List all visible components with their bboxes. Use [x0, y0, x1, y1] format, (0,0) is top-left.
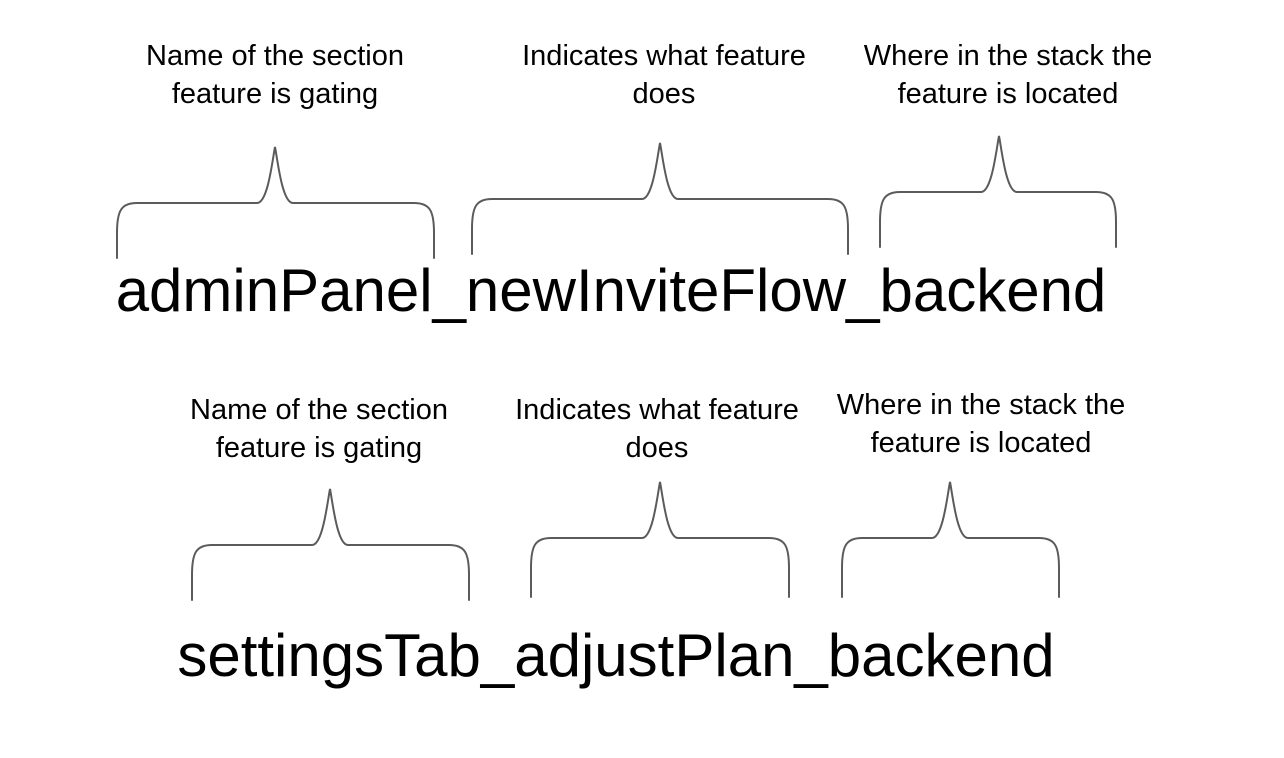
- annotation-feature-purpose-2: Indicates what feature does: [515, 394, 799, 464]
- feature-brace-2: [530, 481, 790, 598]
- annotation-feature-purpose-1: Indicates what feature does: [522, 40, 806, 110]
- stack-brace-2: [841, 481, 1060, 598]
- feature-flag-name-2: settingsTab_adjustPlan_backend: [177, 622, 1055, 689]
- section-brace-2: [191, 488, 470, 601]
- feature-flag-name-1: adminPanel_newInviteFlow_backend: [115, 257, 1107, 324]
- annotation-stack-location-1: Where in the stack the feature is locate…: [863, 40, 1153, 110]
- annotation-section-name-2: Name of the section feature is gating: [190, 394, 448, 464]
- section-brace-1: [116, 146, 435, 259]
- annotation-stack-location-2: Where in the stack the feature is locate…: [836, 389, 1126, 459]
- feature-brace-1: [471, 142, 849, 255]
- stack-brace-1: [879, 135, 1117, 248]
- annotation-section-name-1: Name of the section feature is gating: [146, 40, 404, 110]
